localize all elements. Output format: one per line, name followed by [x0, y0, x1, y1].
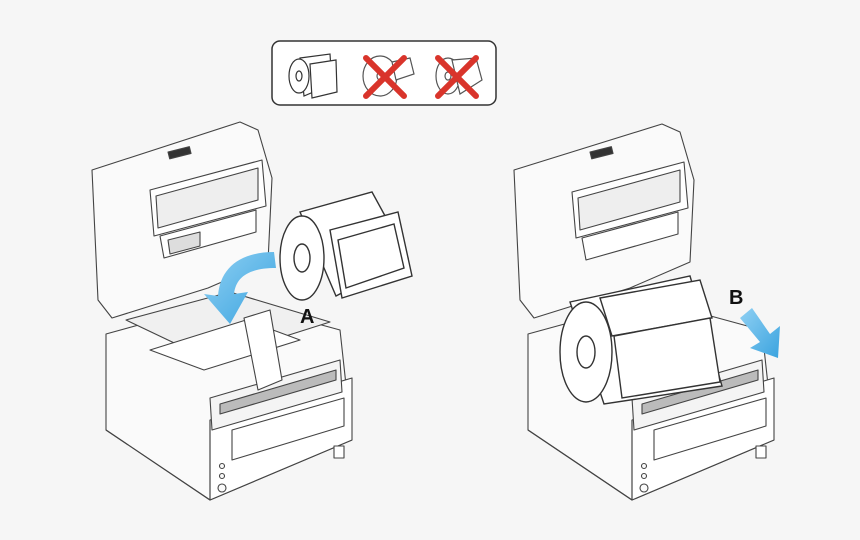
cross-icon [435, 55, 479, 99]
wrong-roll-icon-1 [362, 55, 415, 99]
legend-box [271, 40, 497, 106]
step-label-b: B [729, 287, 744, 309]
label-roll-b [559, 275, 723, 405]
correct-roll-icon [288, 53, 338, 99]
feed-arrow [740, 308, 780, 358]
insert-arrow [204, 252, 276, 324]
step-label-a: A [300, 306, 315, 328]
label-roll-a [279, 191, 413, 301]
cross-icon [363, 55, 407, 99]
printer-left [91, 121, 353, 501]
wrong-roll-icon-2 [435, 55, 483, 99]
